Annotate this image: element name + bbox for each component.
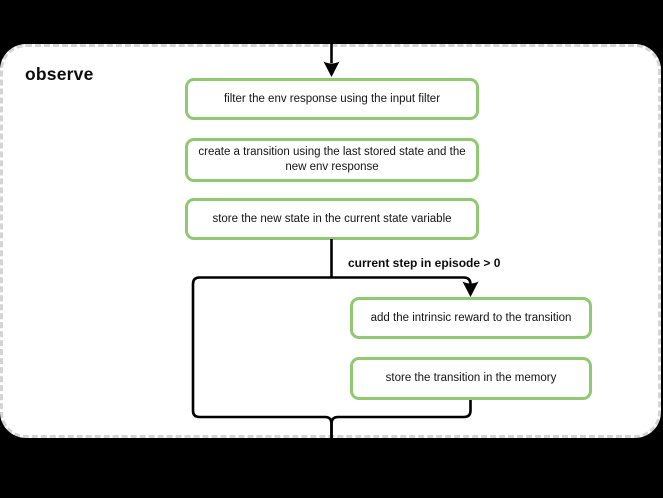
flow-node-label: filter the env response using the input … — [223, 92, 441, 105]
flow-node-store-transition-memory: store the transition in the memory — [350, 357, 592, 400]
branch-condition-label: current step in episode > 0 — [348, 256, 501, 270]
flow-node-store-new-state: store the new state in the current state… — [185, 198, 479, 240]
flow-node-create-transition: create a transition using the last store… — [185, 138, 479, 182]
flow-node-label: store the transition in the memory — [385, 372, 557, 385]
group-title-observe: observe — [25, 64, 94, 84]
flow-node-filter-env-response: filter the env response using the input … — [185, 78, 479, 120]
flow-node-add-intrinsic-reward: add the intrinsic reward to the transiti… — [350, 297, 592, 339]
flow-node-label: add the intrinsic reward to the transiti… — [370, 311, 572, 324]
flow-node-label: create a transition using the last store… — [198, 146, 466, 173]
flow-node-label: store the new state in the current state… — [212, 212, 452, 225]
